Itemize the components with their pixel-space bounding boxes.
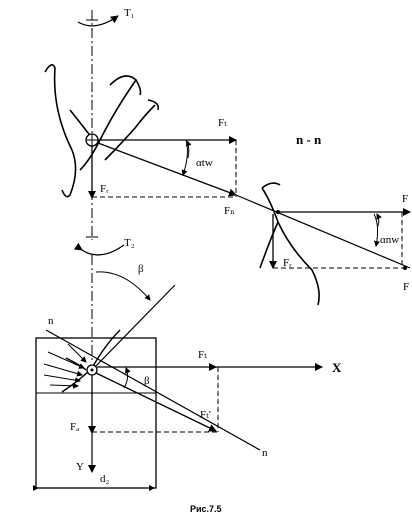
force-ft-prime-arrow [95, 372, 217, 432]
label-d2: d₂ [100, 473, 110, 485]
label-section: n - n [296, 132, 322, 147]
load-arrows [43, 343, 87, 389]
label-fn: Fₙ [224, 205, 235, 217]
pinion-teeth [44, 64, 160, 198]
alpha-nw-arc [373, 213, 380, 247]
label-y-axis: Y [76, 461, 84, 473]
label-ft-prime: Fₜ' [200, 409, 211, 421]
section-line-n [235, 194, 411, 269]
torque-t1-arrow [77, 15, 119, 27]
figure-caption: Рис.7.5 [190, 504, 222, 514]
label-fr-top: Fᵣ [100, 183, 109, 195]
label-beta-top: β [138, 263, 144, 275]
helix-line-top [91, 284, 176, 371]
label-alpha-tw: αtw [196, 157, 213, 169]
label-f-right: F [402, 193, 408, 205]
label-fa: Fₐ [70, 421, 79, 433]
torque-t2-arrow [73, 242, 125, 256]
helical-tooth-sketch [61, 329, 121, 393]
label-beta-mid: β [144, 375, 150, 387]
label-n-left: n [48, 315, 54, 327]
label-n-right: n [262, 447, 268, 459]
label-alpha-nw: αnw [380, 234, 399, 246]
section-tooth [259, 182, 320, 306]
label-t2: T₂ [124, 237, 135, 249]
section-line-lower [45, 329, 261, 451]
label-ft-top: Fₜ [218, 117, 227, 129]
label-fr-right: Fᵣ [283, 257, 292, 269]
label-ft-mid: Fₜ [198, 349, 207, 361]
label-x-axis: X [332, 360, 342, 375]
force-fn-arrow [97, 142, 237, 197]
alpha-tw-arc [181, 139, 188, 176]
beta-top-arc [95, 271, 151, 301]
beta-mid-arc [123, 367, 131, 389]
label-t1: T₁ [124, 7, 135, 19]
label-f-right-2: F [403, 281, 409, 293]
